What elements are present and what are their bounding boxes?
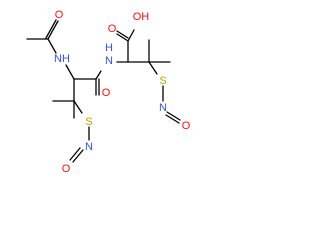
bond (165, 114, 180, 124)
chemical-structure: O NH N H O OH O S N O S N O (26, 9, 191, 175)
atom-labels: O NH N H O OH O S N O S N O (54, 9, 191, 175)
oxygen-label: O (62, 163, 71, 175)
nitrogen-label: N (85, 141, 93, 153)
bond (72, 149, 84, 163)
bond (47, 38, 57, 54)
oxygen-label: O (182, 120, 191, 132)
acetyl-oxygen-label: O (55, 9, 64, 21)
amide-nh-hydrogen-label: H (105, 42, 113, 54)
bond (166, 111, 181, 121)
bond (47, 20, 59, 40)
hydroxyl-label: OH (133, 11, 150, 23)
bond (69, 147, 81, 161)
amide-n-label: N (105, 55, 113, 67)
sulfur-label: S (159, 75, 166, 87)
bond (116, 33, 129, 42)
bond (148, 61, 158, 75)
bond (116, 30, 129, 39)
amide-oxygen-label: O (102, 87, 111, 99)
bond (127, 29, 135, 42)
bond (65, 64, 75, 80)
bond (95, 70, 102, 80)
nitrogen-label: N (159, 102, 167, 114)
bond (73, 100, 83, 114)
acid-oxygen-label: O (108, 23, 117, 35)
bond (45, 19, 57, 39)
bonds (26, 19, 181, 163)
nh-label: NH (54, 53, 70, 65)
sulfur-label: S (85, 116, 92, 128)
